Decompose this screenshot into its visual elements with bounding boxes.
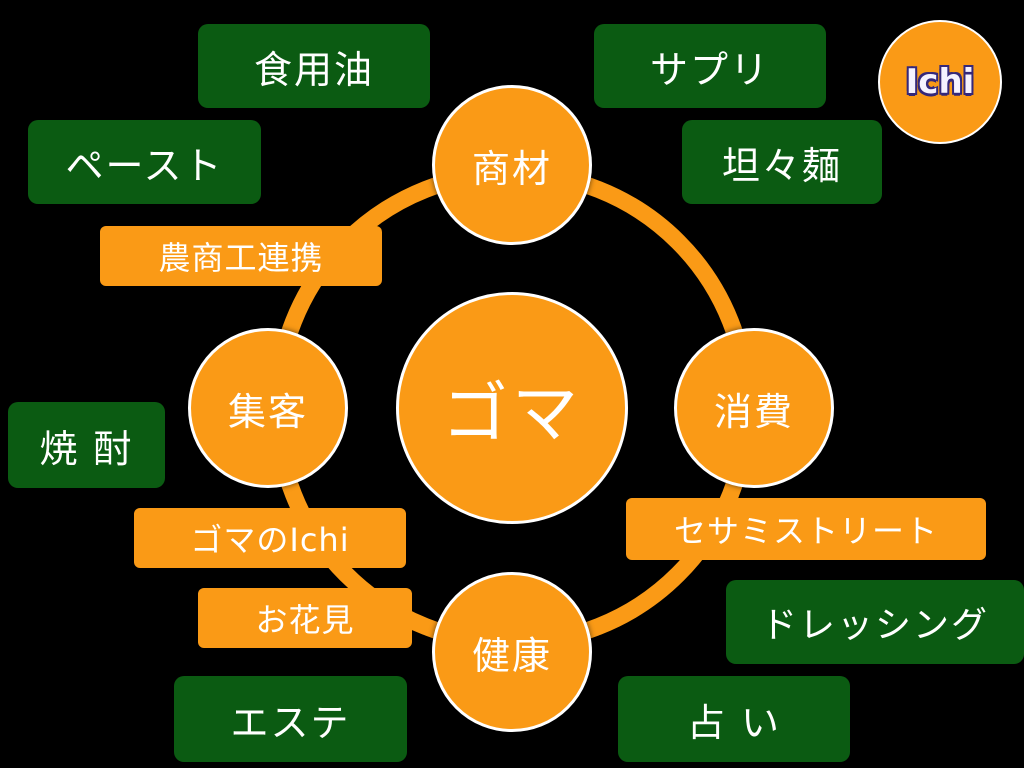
keyword-tantanmen: 坦々麺 [682,120,882,204]
node-products: 商材 [432,85,592,245]
keyword-cooking-oil: 食用油 [198,24,430,108]
node-consumption: 消費 [674,328,834,488]
label-agri-commerce: 農商工連携 [100,226,382,286]
ichi-logo: Ichi [878,20,1002,144]
keyword-supplement: サプリ [594,24,826,108]
center-goma: ゴマ [396,292,628,524]
keyword-dressing: ドレッシング [726,580,1024,664]
keyword-esthetics: エステ [174,676,407,762]
keyword-fortune: 占 い [618,676,850,762]
keyword-paste: ペースト [28,120,261,204]
label-goma-ichi: ゴマのIchi [134,508,406,568]
logo-text: Ichi [905,62,975,102]
label-sesame-street: セサミストリート [626,498,986,560]
node-health: 健康 [432,572,592,732]
keyword-shochu: 焼 酎 [8,402,165,488]
label-hanami: お花見 [198,588,412,648]
node-attract-customers: 集客 [188,328,348,488]
